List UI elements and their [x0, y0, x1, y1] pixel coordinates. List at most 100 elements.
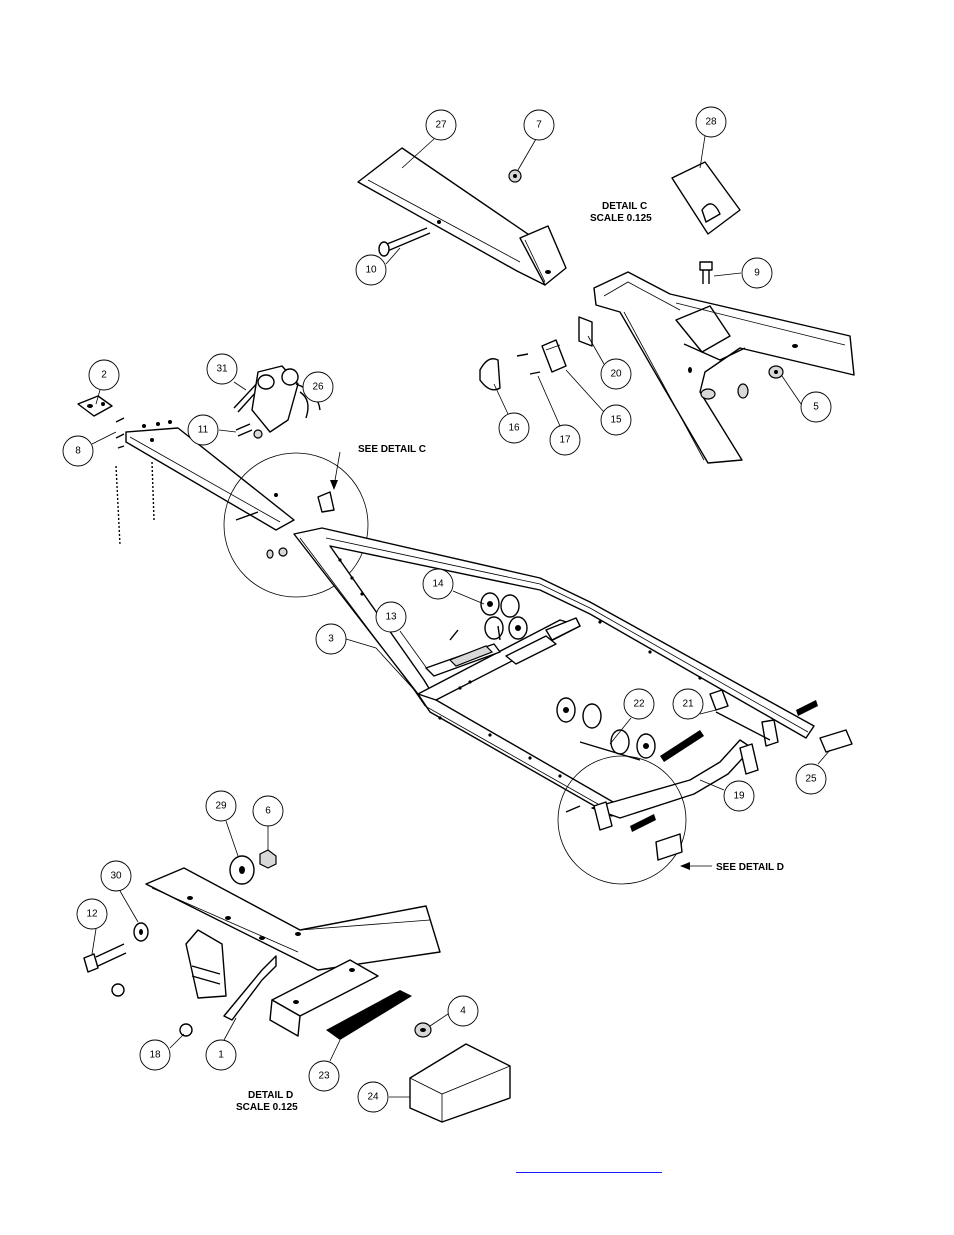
callout-24: 24 — [357, 1081, 389, 1113]
callout-23: 23 — [308, 1060, 340, 1092]
callout-circle — [62, 435, 94, 467]
callout-circle — [205, 790, 237, 822]
callout-circle — [498, 412, 530, 444]
frame-corner-detail-d — [145, 867, 441, 971]
callout-number: 22 — [633, 699, 645, 710]
callout-number: 14 — [432, 579, 444, 590]
part-27-bracket-tube — [357, 147, 567, 286]
callout-number: 27 — [435, 120, 447, 131]
part-9-bolt — [699, 261, 713, 284]
callout-14: 14 — [422, 568, 454, 600]
callout-number: 4 — [460, 1006, 466, 1017]
callout-number: 18 — [149, 1050, 161, 1061]
callout-circle — [623, 688, 655, 720]
part-8-bolts — [115, 417, 125, 449]
part-16-cap — [479, 358, 501, 391]
callout-number: 26 — [312, 382, 324, 393]
callout-number: 13 — [385, 612, 397, 623]
tongue-tube — [125, 420, 295, 531]
callout-number: 7 — [536, 120, 542, 131]
callout-10: 10 — [355, 254, 387, 286]
callout-number: 12 — [86, 909, 98, 920]
callout-number: 29 — [215, 801, 227, 812]
callout-circle — [447, 995, 479, 1027]
callout-circle — [600, 358, 632, 390]
mount-plate — [269, 959, 379, 1037]
part-17-pins — [516, 353, 541, 375]
part-6-nut — [259, 849, 277, 869]
callout-number: 6 — [265, 806, 271, 817]
callout-27: 27 — [425, 109, 457, 141]
callout-number: 25 — [805, 774, 817, 785]
frame-corner-detail-c — [593, 271, 855, 464]
part-24-box — [409, 1043, 511, 1123]
callout-18: 18 — [139, 1039, 171, 1071]
detail-c-scale: SCALE 0.125 — [590, 213, 652, 224]
callout-number: 15 — [610, 415, 622, 426]
part-23-pad — [326, 990, 412, 1040]
callout-28: 28 — [695, 106, 727, 138]
leader-lines — [91, 135, 831, 1098]
callout-circle — [600, 404, 632, 436]
part-1-roller-bracket — [185, 929, 277, 1021]
callout-circle — [422, 568, 454, 600]
callout-circle — [206, 353, 238, 385]
callout-number: 11 — [198, 425, 209, 436]
callout-circle — [723, 780, 755, 812]
part-13-bunk — [425, 625, 501, 677]
callout-circle — [100, 860, 132, 892]
part-26-winch — [251, 365, 321, 433]
callout-number: 28 — [705, 117, 717, 128]
callout-circle — [355, 254, 387, 286]
callout-number: 21 — [682, 699, 694, 710]
callout-11: 11 — [187, 414, 219, 446]
callout-number: 1 — [218, 1050, 224, 1061]
callout-circle — [357, 1081, 389, 1113]
see-detail-d-label: SEE DETAIL D — [716, 862, 784, 873]
callout-26: 26 — [302, 371, 334, 403]
see-detail-c-label: SEE DETAIL C — [358, 444, 426, 455]
part-21-roller-brackets — [709, 689, 779, 775]
callout-circle — [252, 795, 284, 827]
callout-circle — [302, 371, 334, 403]
callout-number: 30 — [110, 871, 122, 882]
callout-19: 19 — [723, 780, 755, 812]
callout-circle — [549, 424, 581, 456]
part-29-washer — [229, 855, 255, 885]
callout-circle — [88, 359, 120, 391]
callout-7: 7 — [523, 109, 555, 141]
part-3-main-frame — [293, 527, 815, 819]
detail-d-title: DETAIL D — [248, 1090, 293, 1101]
part-11-bolts — [235, 423, 263, 439]
part-4-nut — [414, 1022, 432, 1038]
hyperlink-underline[interactable] — [516, 1172, 662, 1173]
callout-circle — [76, 898, 108, 930]
callout-3: 3 — [315, 623, 347, 655]
callout-31: 31 — [206, 353, 238, 385]
callout-number: 9 — [754, 268, 760, 279]
callout-circle — [187, 414, 219, 446]
callout-number: 31 — [216, 364, 228, 375]
bunk-pads-dark — [630, 700, 818, 832]
leader-arrows — [330, 480, 690, 870]
callout-16: 16 — [498, 412, 530, 444]
detail-c-circle — [223, 452, 369, 598]
part-10-bolt — [378, 227, 431, 257]
callout-13: 13 — [375, 601, 407, 633]
callout-number: 5 — [813, 402, 819, 413]
part-20-plate — [578, 316, 593, 347]
callout-20: 20 — [600, 358, 632, 390]
callout-number: 24 — [367, 1092, 379, 1103]
part-12-bolt — [83, 943, 127, 973]
callout-circle — [205, 1039, 237, 1071]
part-22-rollers — [556, 697, 656, 761]
callout-circle — [800, 391, 832, 423]
callout-circle — [315, 623, 347, 655]
part-2-hinge — [77, 395, 113, 417]
callout-circle — [375, 601, 407, 633]
callout-number: 23 — [318, 1071, 330, 1082]
part-18-cap — [111, 983, 193, 1037]
callout-8: 8 — [62, 435, 94, 467]
callout-circle — [672, 688, 704, 720]
